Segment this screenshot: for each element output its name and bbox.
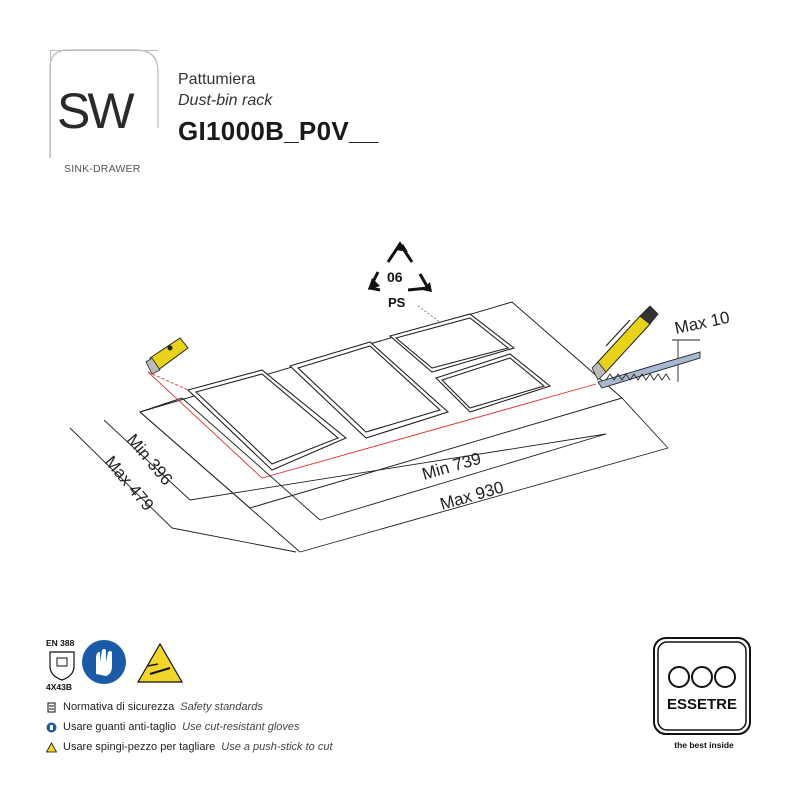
gloves-small-icon: [46, 722, 57, 732]
en-standard-code: EN 388: [46, 638, 75, 648]
en-standard-rating: 4X43B: [46, 682, 72, 692]
safety-it-0: Normativa di sicurezza: [63, 701, 175, 713]
utility-knife-left-icon: [145, 337, 189, 375]
shield-glove-icon: [49, 651, 75, 681]
safety-icons: EN 388 4X43B: [46, 638, 184, 692]
safety-row-standards: Normativa di sicurezza Safety standards: [46, 701, 263, 713]
logo-caption: SINK-DRAWER: [64, 163, 141, 175]
utility-knife-right-icon: [591, 305, 659, 381]
dim-width-max: Max 930: [438, 478, 506, 514]
tray-left: [186, 369, 348, 471]
sw-logo: SW: [49, 49, 159, 158]
warning-small-icon: [46, 741, 57, 752]
warning-cut-icon: [136, 642, 184, 683]
title-english: Dust-bin rack: [178, 92, 273, 109]
dim-thickness-max: Max 10: [673, 308, 731, 338]
recycling-symbol-icon: [367, 241, 432, 292]
tray-center: [288, 341, 450, 439]
brand-tagline: the best inside: [674, 740, 734, 750]
safety-row-pushstick: Usare spingi-pezzo per tagliare Use a pu…: [46, 741, 333, 753]
safety-en-2: Use a push-stick to cut: [221, 741, 333, 753]
safety-it-2: Usare spingi-pezzo per tagliare: [63, 741, 216, 753]
tray-front-right: [434, 353, 552, 413]
dim-width-min: Min 739: [420, 449, 483, 484]
safety-en-0: Safety standards: [180, 701, 263, 713]
brand-name: ESSETRE: [667, 696, 737, 713]
dimension-lines: [69, 339, 700, 553]
tray-back-right: [388, 313, 516, 373]
safety-en-1: Use cut-resistant gloves: [182, 721, 300, 733]
logo-text: SW: [57, 83, 135, 139]
cut-line: [147, 371, 597, 479]
model-code: GI1000B_P0V__: [178, 116, 379, 146]
recycling-material: PS: [388, 295, 406, 310]
safety-it-1: Usare guanti anti-taglio: [63, 721, 177, 733]
cutting-surface: [597, 351, 701, 389]
standards-small-icon: [47, 702, 56, 712]
recycling-code: 06: [387, 269, 403, 285]
essetre-logo: ESSETRE: [653, 637, 751, 735]
safety-row-gloves: Usare guanti anti-taglio Use cut-resista…: [46, 721, 300, 733]
mandatory-gloves-icon: [82, 640, 126, 684]
title-italian: Pattumiera: [178, 71, 256, 88]
